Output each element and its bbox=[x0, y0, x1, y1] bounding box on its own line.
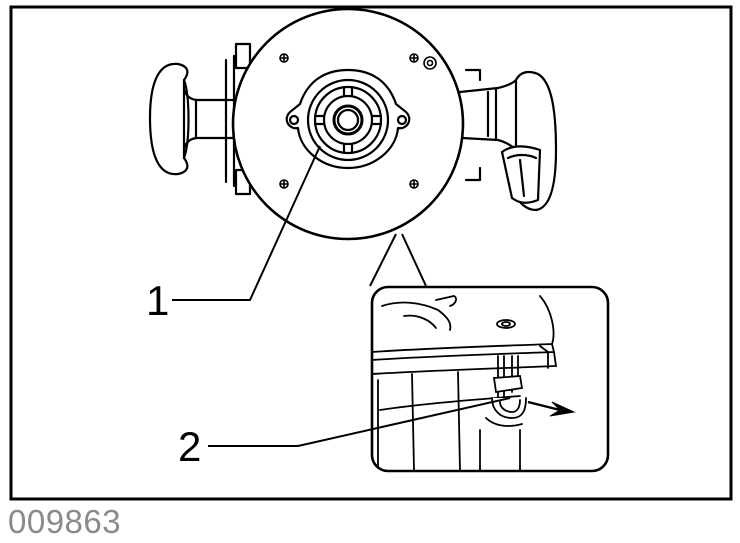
callout-2-label: 2 bbox=[178, 423, 201, 470]
release-arrow bbox=[527, 400, 561, 412]
base-screws bbox=[279, 53, 437, 189]
zoom-connector bbox=[369, 233, 427, 287]
callout-1-label: 1 bbox=[146, 277, 169, 324]
callout-2-leader bbox=[208, 397, 511, 447]
detail-inset bbox=[370, 285, 610, 473]
router-body bbox=[148, 7, 558, 241]
callout-1-leader bbox=[172, 145, 321, 301]
figure-code: 009863 bbox=[8, 503, 122, 540]
right-handle bbox=[458, 68, 558, 212]
arrow-head-icon bbox=[549, 401, 576, 417]
figure-frame bbox=[9, 5, 733, 501]
template-guide bbox=[285, 68, 411, 170]
